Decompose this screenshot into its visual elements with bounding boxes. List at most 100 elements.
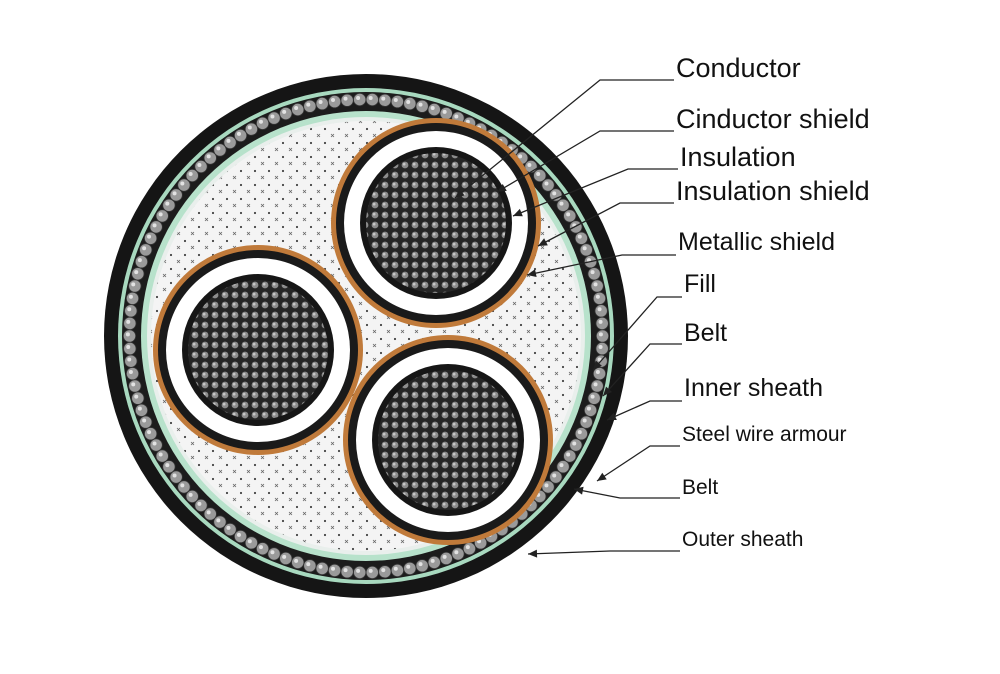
leader-metallic-shield [526, 254, 676, 276]
armour-wire [177, 480, 191, 494]
armour-wire [244, 536, 259, 550]
label-belt-outer: Belt [682, 476, 719, 499]
armour-wire [595, 341, 609, 356]
armour-wire [579, 415, 593, 429]
armour-wire [279, 551, 293, 566]
leader-outer-sheath [527, 550, 680, 555]
armour-wire [303, 99, 317, 113]
core-bottom [343, 335, 553, 545]
armour-wire [144, 427, 158, 441]
armour-wire [592, 367, 607, 381]
armour-wire [177, 178, 191, 192]
armour-wire [590, 279, 604, 293]
armour-wire [574, 231, 588, 245]
armour-wire [223, 522, 237, 537]
armour-wire [279, 106, 293, 121]
arrowhead [528, 549, 538, 558]
armour-wire [415, 99, 429, 113]
armour-wire [169, 188, 183, 202]
armour-wire [592, 291, 607, 305]
conductor [188, 280, 328, 420]
armour-wire [353, 92, 367, 107]
armour-wire [233, 529, 248, 544]
armour-wire [583, 403, 598, 417]
armour-wire [340, 93, 354, 107]
armour-wire [415, 559, 429, 573]
label-inner-sheath: Inner sheath [684, 374, 823, 402]
label-conductor-shield: Cinductor shield [676, 104, 870, 134]
armour-wire [213, 515, 227, 529]
armour-wire [328, 563, 342, 578]
armour-wire [124, 304, 138, 318]
armour-wire [315, 96, 329, 111]
armour-wire [579, 243, 593, 257]
armour-wire [185, 489, 199, 504]
arrowhead [603, 386, 613, 396]
armour-wire [390, 563, 404, 578]
armour-wire [267, 111, 281, 125]
armour-wire [291, 102, 305, 117]
core-top [331, 118, 541, 328]
armour-wire [533, 168, 547, 183]
leader-fill [592, 296, 682, 371]
label-conductor: Conductor [676, 53, 801, 83]
armour-wire [427, 102, 441, 117]
armour-wire [365, 565, 379, 580]
armour-wire [267, 547, 281, 561]
arrowhead [574, 486, 584, 495]
armour-wire [139, 243, 153, 257]
armour-wire [556, 198, 570, 212]
armour-wire [315, 561, 329, 576]
armour-wire [390, 94, 404, 109]
conductor [378, 370, 518, 510]
armour-wire [595, 329, 610, 343]
armour-wire [125, 291, 140, 305]
arrowhead [513, 208, 523, 217]
arrowhead [607, 412, 617, 421]
label-steel-wire-armour: Steel wire armour [682, 423, 847, 446]
armour-wire [563, 449, 577, 463]
armour-wire [125, 367, 140, 381]
armour-wire [203, 507, 217, 521]
label-belt-inner: Belt [684, 319, 728, 347]
armour-wire [131, 391, 145, 405]
armour-wire [403, 96, 417, 111]
arrowhead [538, 238, 548, 246]
armour-wire [462, 542, 477, 556]
label-insulation: Insulation [680, 142, 796, 172]
armour-wire [128, 379, 142, 393]
armour-wire [541, 178, 555, 192]
armour-wire [213, 143, 227, 157]
armour-wire [451, 547, 465, 561]
armour-wire [149, 220, 163, 234]
armour-wire [403, 561, 417, 576]
armour-wire [124, 354, 138, 368]
armour-wire [139, 415, 153, 429]
steel-wire-armour [122, 92, 610, 580]
label-insulation-shield: Insulation shield [676, 176, 870, 206]
leader-belt-inner [602, 343, 682, 397]
label-outer-sheath: Outer sheath [682, 528, 804, 551]
armour-wire [128, 279, 142, 293]
armour-wire [378, 565, 392, 579]
armour-wire [328, 94, 342, 109]
armour-wire [134, 255, 149, 269]
armour-wire [439, 106, 453, 121]
armour-wire [123, 316, 137, 331]
leader-conductor [454, 79, 674, 199]
label-metallic-shield: Metallic shield [678, 228, 836, 256]
armour-wire [131, 267, 145, 281]
conductor [366, 153, 506, 293]
armour-wire [340, 565, 354, 579]
armour-wire [155, 449, 169, 463]
armour-wire [587, 267, 601, 281]
armour-wire [169, 470, 183, 484]
arrowhead [593, 360, 602, 370]
armour-wire [549, 470, 563, 484]
armour-wire [439, 551, 453, 566]
arrowhead [527, 269, 537, 278]
leader-insulation-shield [537, 202, 674, 247]
arrowhead [597, 472, 607, 481]
leader-steel-wire-armour [596, 445, 680, 482]
armour-wire [378, 93, 392, 107]
